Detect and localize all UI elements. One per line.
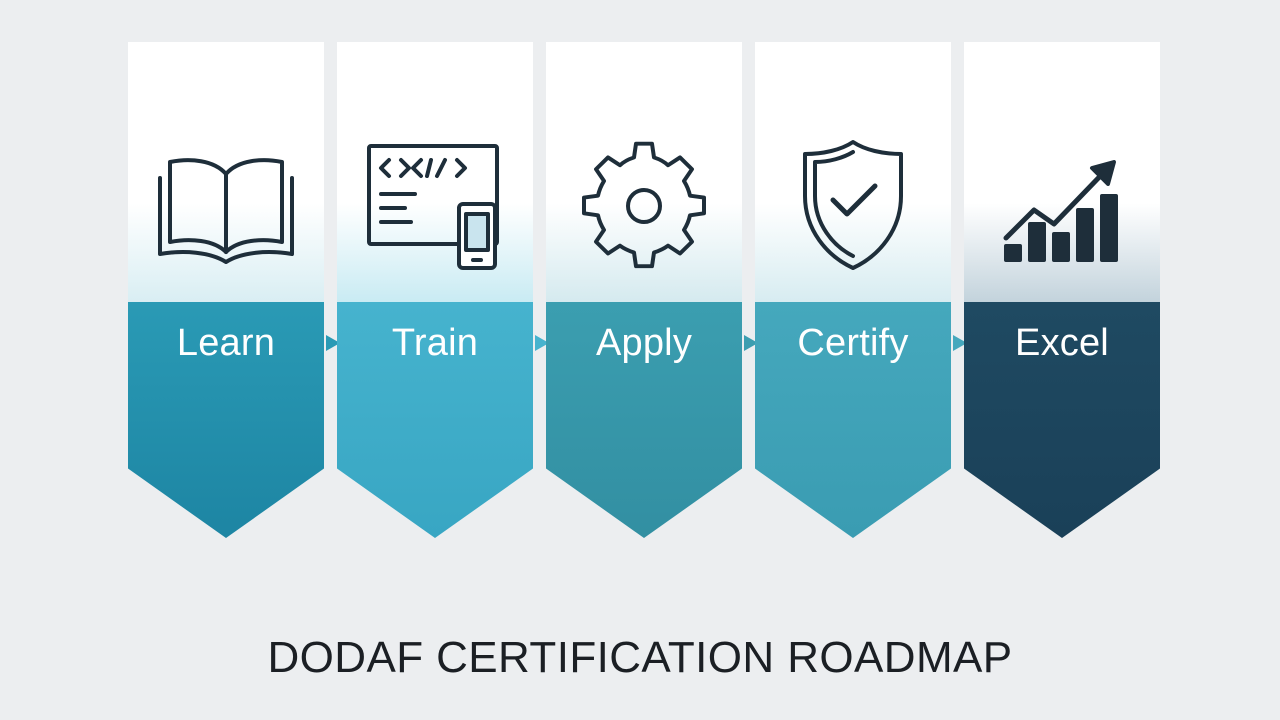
roadmap: Learn Tra	[128, 42, 1160, 542]
page-title: DODAF CERTIFICATION ROADMAP	[267, 633, 1013, 682]
stage-train: Train	[337, 42, 533, 538]
shield-check-icon	[755, 138, 951, 274]
gear-icon	[546, 138, 742, 274]
growth-chart-icon	[964, 138, 1160, 274]
stage-certify-panel	[755, 42, 951, 538]
stage-label-certify: Certify	[797, 322, 909, 364]
code-screen-icon	[337, 138, 533, 274]
stage-learn: Learn	[128, 42, 324, 538]
stage-certify: Certify	[755, 42, 951, 538]
stage-label-excel: Excel	[1015, 322, 1109, 364]
stage-learn-panel	[128, 42, 324, 538]
connector-arrow-3	[744, 335, 758, 351]
stage-excel-panel	[964, 42, 1160, 538]
open-book-icon	[128, 138, 324, 274]
connector-arrow-4	[953, 335, 967, 351]
stage-excel: Excel	[964, 42, 1160, 538]
connector-arrow-2	[535, 335, 549, 351]
stage-label-learn: Learn	[176, 322, 276, 364]
stage-train-panel	[337, 42, 533, 538]
stage-label-apply: Apply	[595, 322, 693, 364]
stage-label-train: Train	[391, 322, 479, 364]
connector-arrow-1	[326, 335, 340, 351]
stage-apply: Apply	[546, 42, 742, 538]
stage-apply-panel	[546, 42, 742, 538]
